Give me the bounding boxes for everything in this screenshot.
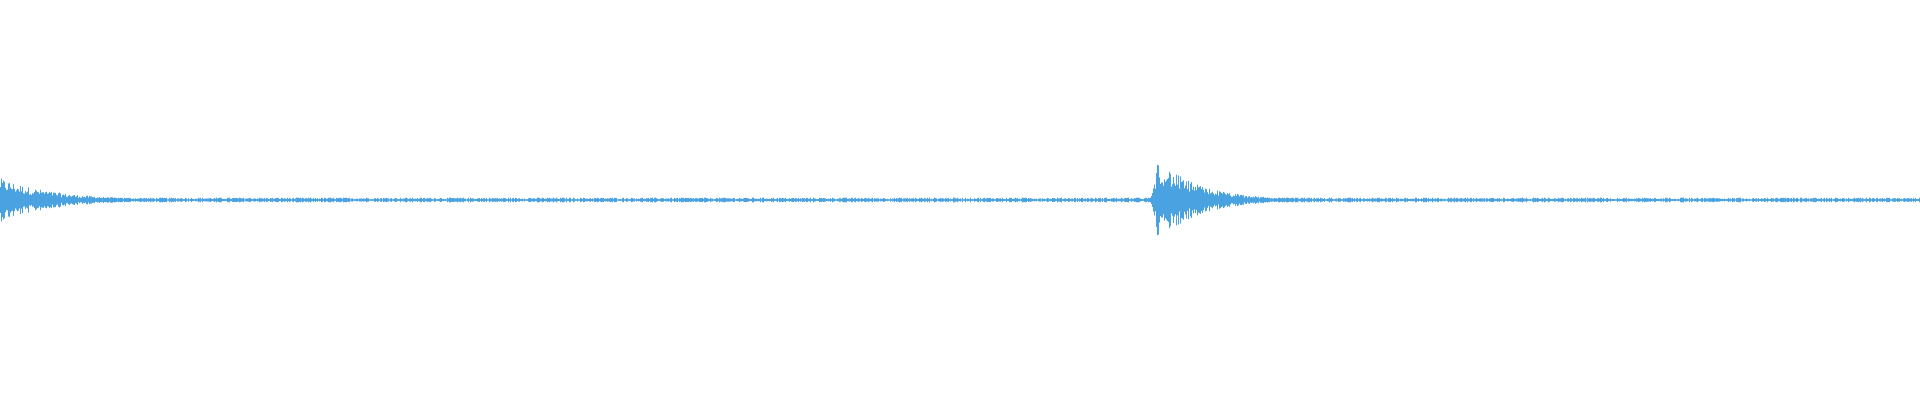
waveform-samples (0, 164, 1920, 236)
